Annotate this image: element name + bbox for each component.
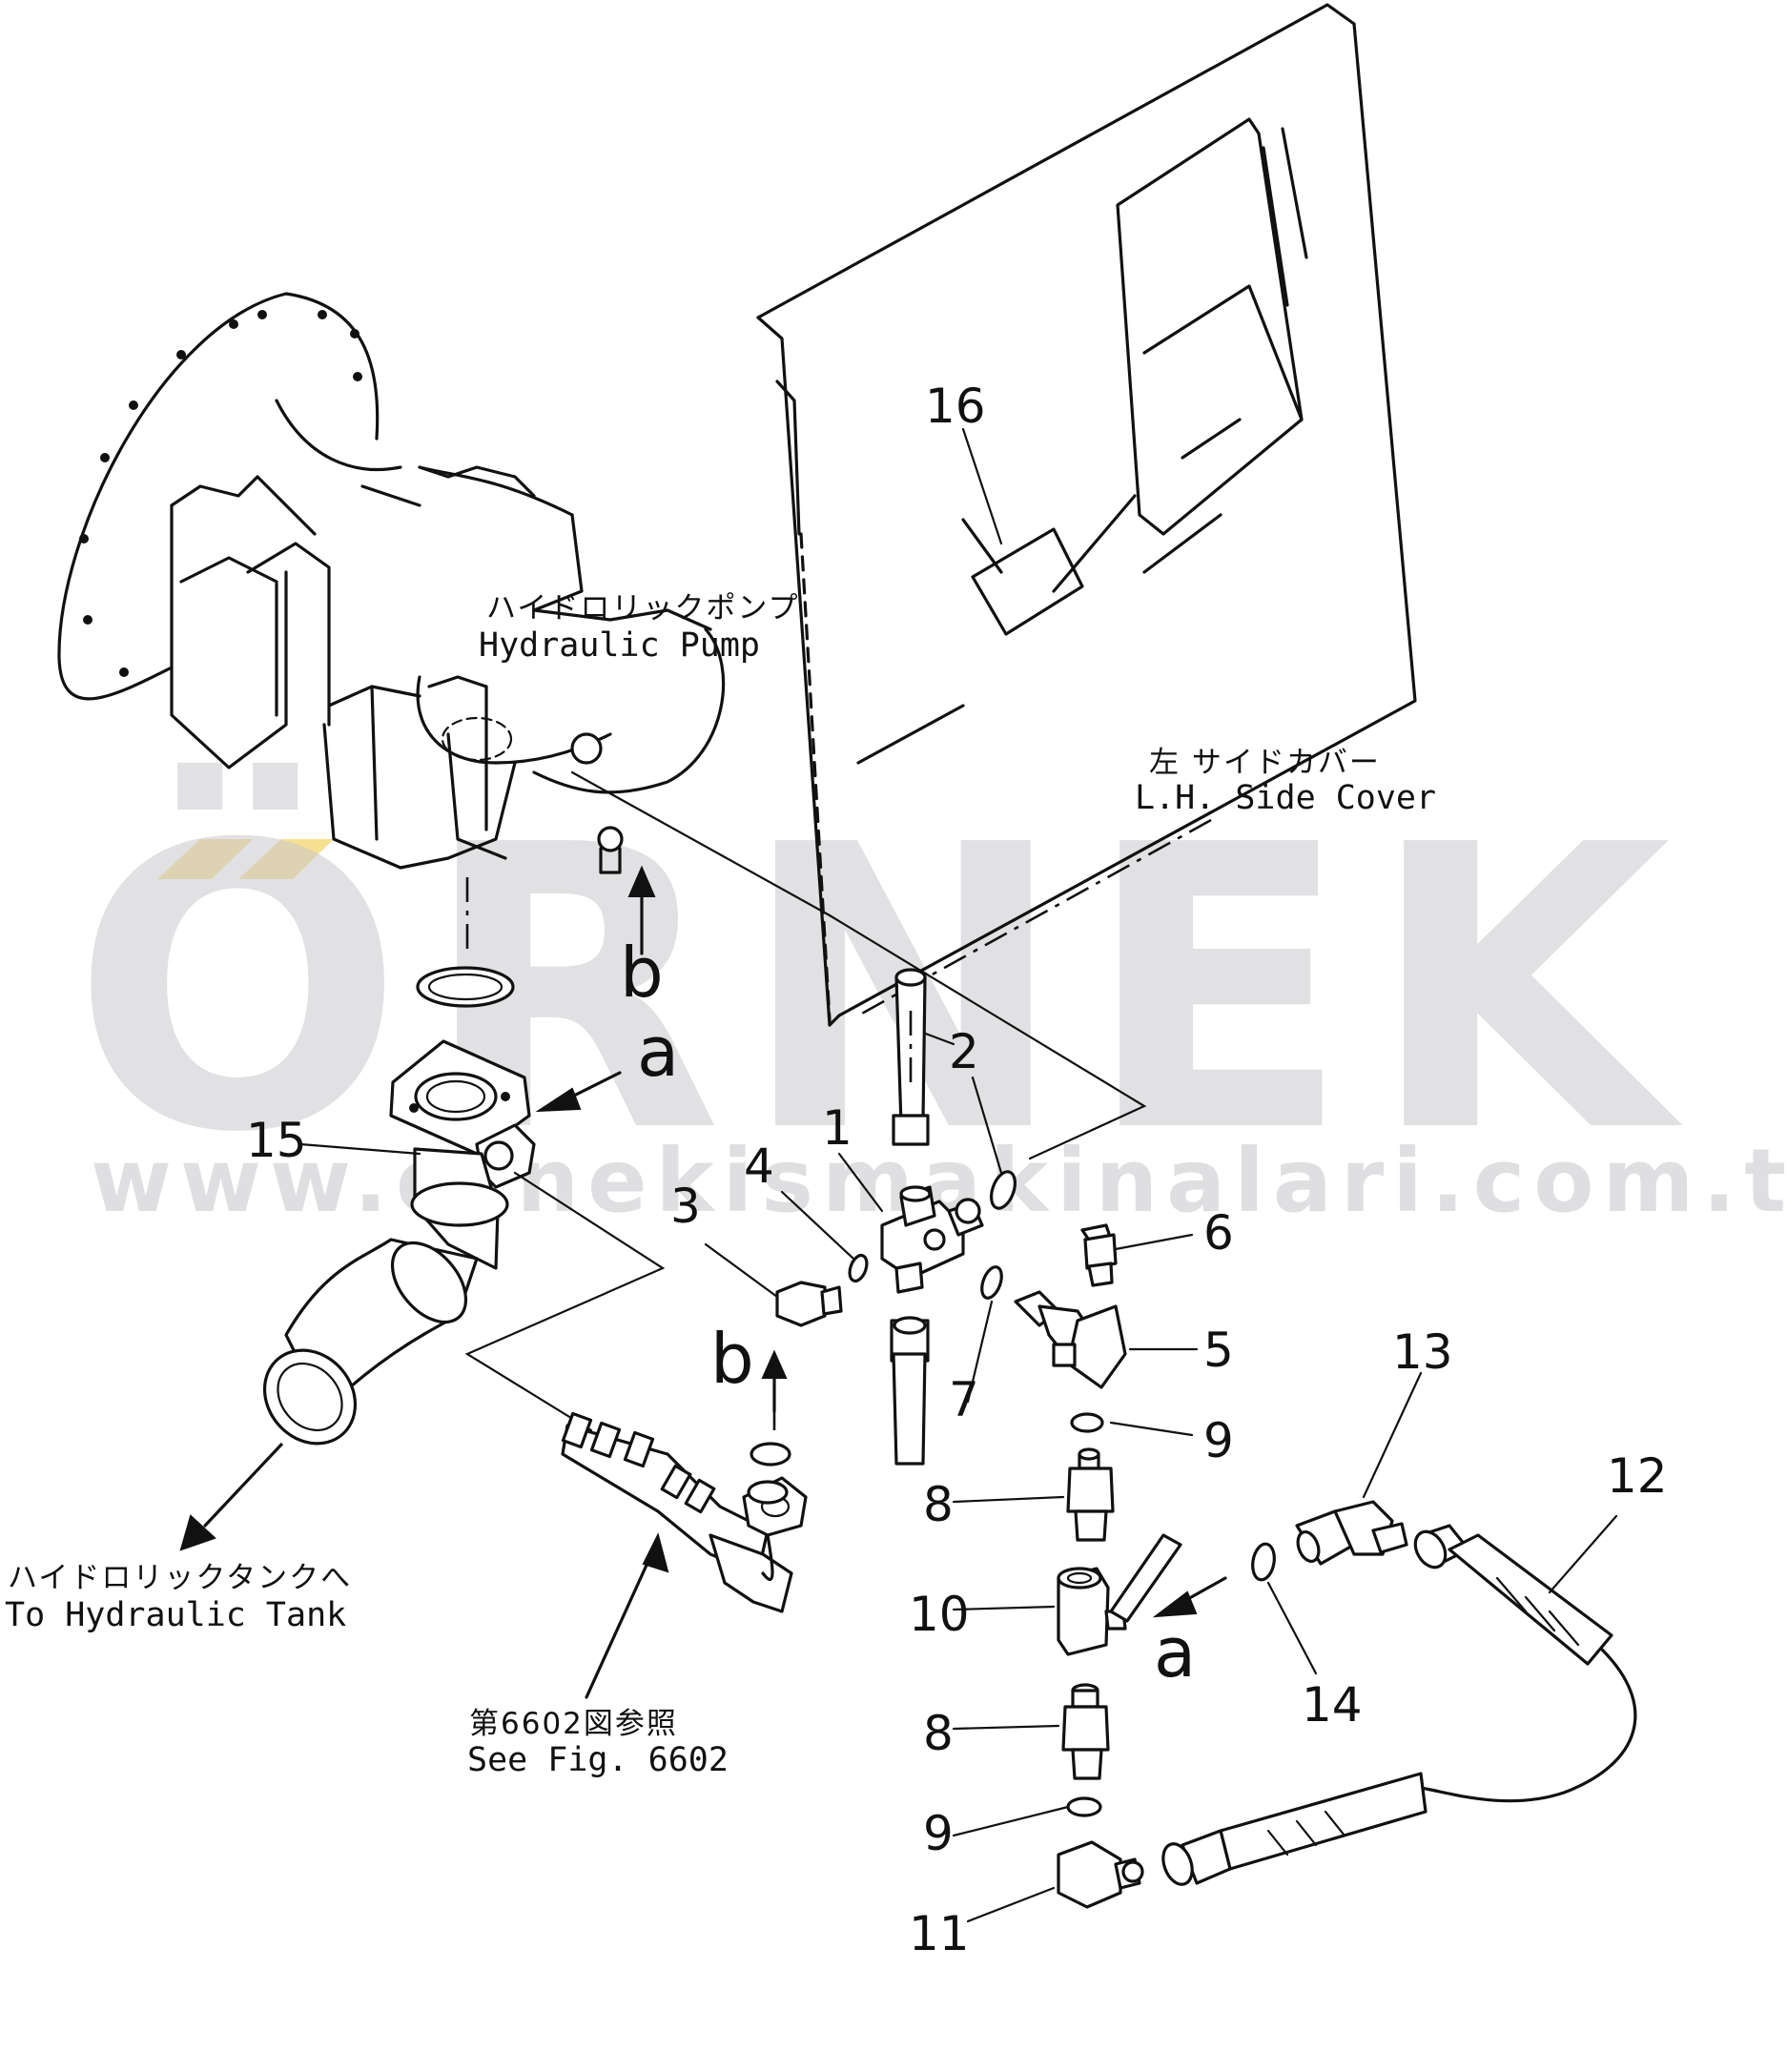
marker-b-upper: b — [620, 865, 664, 1013]
part-number-4: 4 — [744, 1139, 774, 1194]
part-number-10: 10 — [909, 1587, 970, 1642]
part-number-13: 13 — [1392, 1324, 1453, 1380]
part-number-1: 1 — [822, 1100, 852, 1156]
cover-label-en: L.H. Side Cover — [1135, 779, 1436, 817]
leader-lines — [298, 427, 1618, 1923]
marker-b-upper-text: b — [620, 933, 664, 1013]
part-number-8-lower: 8 — [923, 1706, 954, 1761]
watermark-accent-dot-right — [238, 839, 334, 879]
block-part-11 — [1057, 1840, 1144, 1909]
elbow-fitting-part-13 — [1295, 1500, 1408, 1566]
hose-6602-drawing — [561, 1411, 808, 1613]
side-cover-drawing — [756, 3, 1417, 1027]
fig-ref-label-en: See Fig. 6602 — [467, 1741, 729, 1779]
part-number-11: 11 — [909, 1906, 970, 1961]
marker-a-lower-text: a — [1154, 1612, 1196, 1692]
marker-b-lower-text: b — [710, 1319, 754, 1399]
fitting-part-6 — [1080, 1223, 1118, 1287]
part-number-12: 12 — [1607, 1448, 1668, 1504]
part-number-8-upper: 8 — [923, 1477, 954, 1532]
adapter-part-8-lower — [1061, 1683, 1110, 1780]
elbow-pipe-drawing — [262, 1039, 536, 1446]
part-number-16: 16 — [925, 379, 986, 434]
part-number-2: 2 — [949, 1024, 979, 1079]
watermark: ÖRNEK www.ornekismakinalari.com.tr — [72, 759, 1787, 1232]
watermark-brand: ÖRNEK — [72, 759, 1688, 1218]
part-number-9-lower: 9 — [923, 1806, 954, 1861]
manifold-drawing — [880, 968, 984, 1466]
adapter-part-8-upper — [1066, 1447, 1115, 1542]
fig-ref-label-jp: 第6602図参照 — [469, 1707, 678, 1741]
watermark-accent-dot-left — [157, 839, 253, 879]
part-number-15: 15 — [246, 1113, 307, 1168]
hydraulic-pump-drawing — [57, 292, 726, 874]
part-number-7: 7 — [949, 1372, 979, 1427]
tank-label-jp: ハイドロリックタンクへ — [8, 1561, 352, 1595]
pump-label-en: Hydraulic Pump — [479, 626, 760, 665]
elbow-part-5 — [1014, 1290, 1127, 1389]
cover-label-jp: 左 サイドカバー — [1149, 746, 1381, 780]
tank-label-en: To Hydraulic Tank — [5, 1596, 346, 1634]
marker-b-lower: b — [710, 1319, 788, 1430]
plug-part-3 — [775, 1281, 843, 1327]
part-number-6: 6 — [1203, 1205, 1234, 1261]
part-number-3: 3 — [670, 1179, 701, 1234]
marker-a-lower: a — [1152, 1576, 1227, 1692]
part-number-14: 14 — [1302, 1677, 1363, 1733]
hose-part-12 — [1161, 1524, 1637, 1886]
ball-valve-part-10 — [1057, 1533, 1182, 1656]
marker-a-upper: a — [535, 1012, 679, 1113]
part-number-9-upper: 9 — [1203, 1413, 1234, 1468]
part-numbers: 16 2 1 4 3 6 7 5 9 8 10 13 12 14 8 9 11 … — [246, 379, 1668, 1961]
part-number-5: 5 — [1203, 1323, 1234, 1378]
marker-a-upper-text: a — [637, 1012, 679, 1092]
pump-label-jp: ハイドロリックポンプ — [486, 591, 799, 626]
